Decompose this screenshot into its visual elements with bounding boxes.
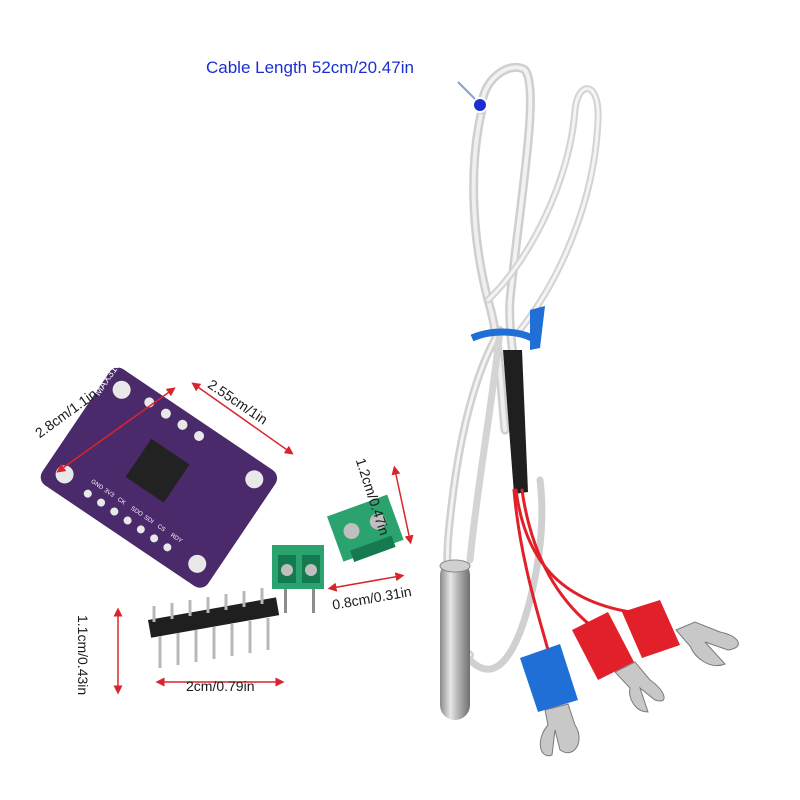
- pin-width-dimension: 2cm/0.79in: [186, 678, 255, 694]
- board-pin-label: 3V3: [103, 488, 116, 499]
- braided-cable: [443, 62, 602, 673]
- callout-line: [457, 81, 479, 103]
- dimension-lines: [56, 382, 414, 695]
- fork-terminal-red-1: [572, 612, 665, 713]
- screw-terminal-front: [272, 545, 324, 613]
- fork-terminal-blue: [520, 644, 580, 757]
- cable-length-label: Cable Length 52cm/20.47in: [206, 58, 414, 77]
- heatshrink-sleeve: [503, 350, 528, 494]
- callout-dot: [472, 97, 488, 113]
- screw-terminal-back: [327, 494, 404, 562]
- board-pin-label: CK: [116, 497, 126, 507]
- pin-header: [148, 588, 280, 668]
- pin-height-dimension: 1.1cm/0.43in: [75, 615, 91, 696]
- lead-wires: [512, 488, 632, 652]
- board-pin-label: CS: [156, 524, 166, 534]
- fork-terminal-red-2: [622, 600, 739, 666]
- cable-clip: [470, 306, 545, 350]
- temperature-probe: [439, 559, 471, 720]
- board-pin-label: SDI: [143, 515, 155, 526]
